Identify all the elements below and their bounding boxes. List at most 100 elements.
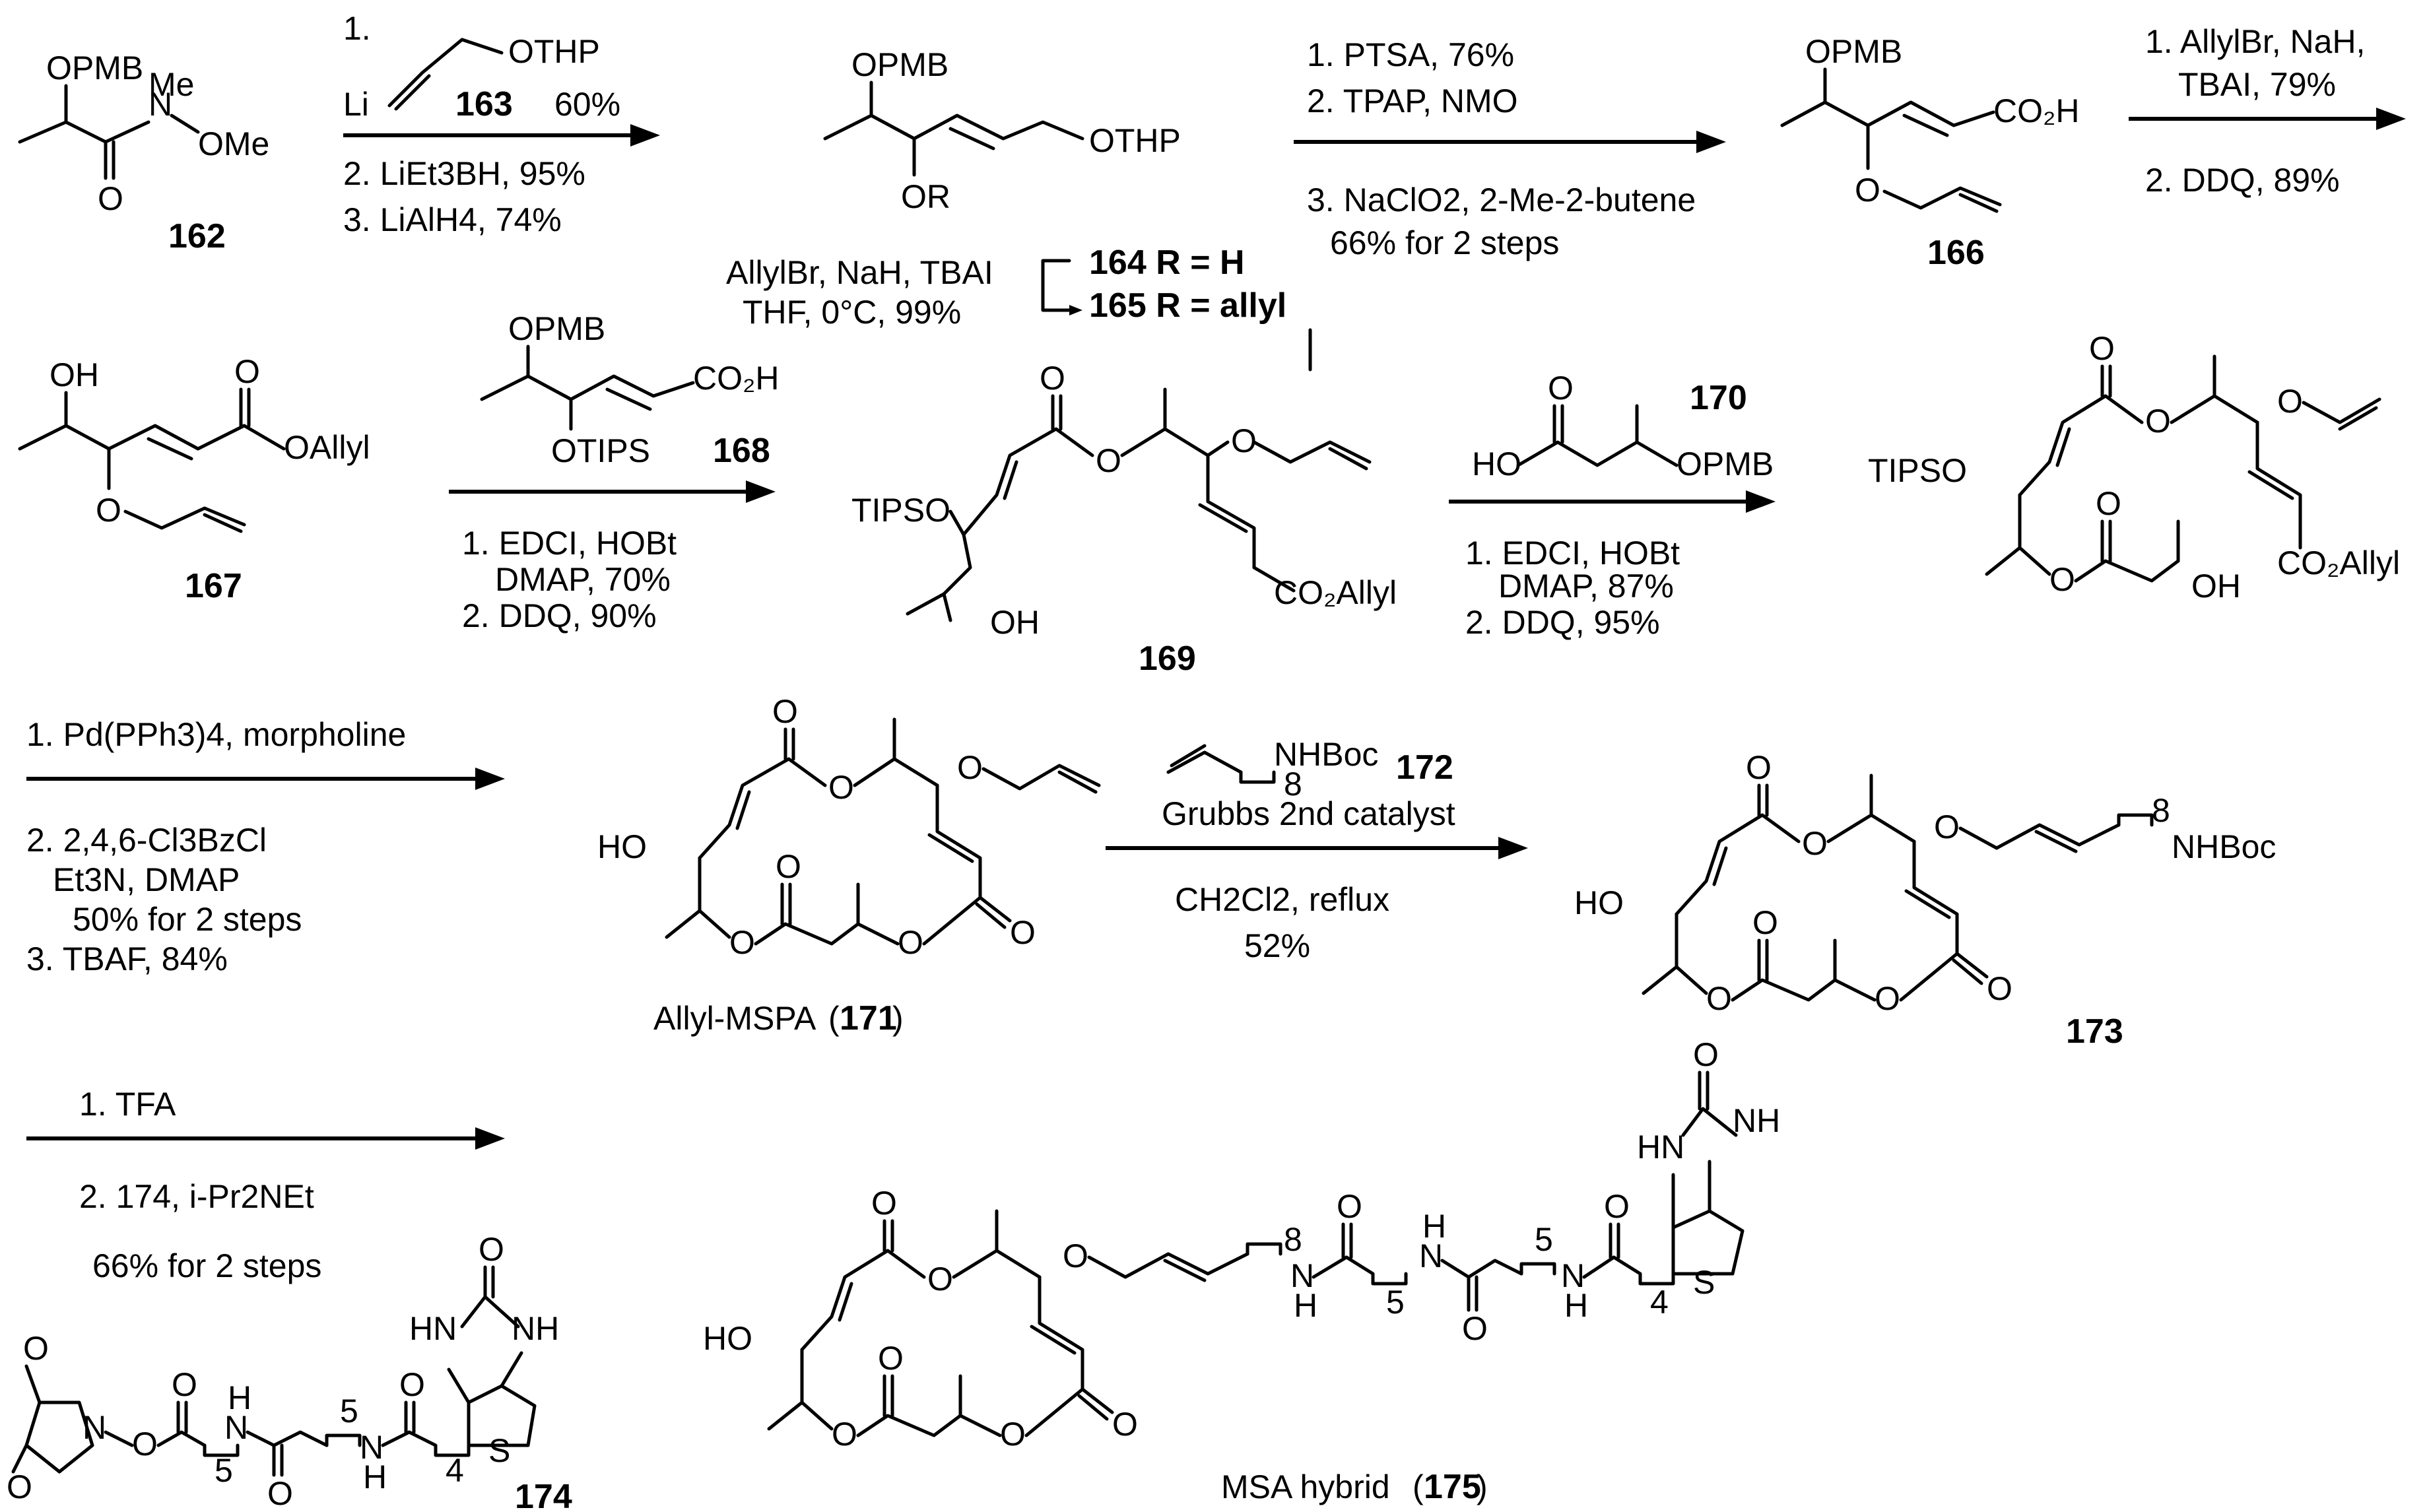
c162-me: Me: [149, 66, 194, 103]
r1-step1: 1.: [343, 10, 371, 47]
c175-sub-8: 8: [1284, 1221, 1302, 1258]
c167-oh: OH: [50, 356, 99, 393]
c171-ho: HO: [597, 828, 647, 865]
compound-169: O O O CO₂Allyl TIPSO OH 169: [851, 328, 1397, 678]
r3-step1a: 1. AllylBr, NaH,: [2145, 23, 2365, 60]
c175-ester-o: O: [927, 1261, 953, 1298]
r8-step2: 2. 174, i-Pr2NEt: [79, 1178, 314, 1215]
c170-id: 170: [1690, 379, 1747, 417]
c171-paren-close: ): [892, 1000, 904, 1037]
c173-ring-o-left: O: [1706, 980, 1732, 1017]
c169-oh: OH: [990, 604, 1040, 641]
c171-id: 171: [840, 999, 897, 1037]
c173-lactone-o-right: O: [1987, 970, 2012, 1007]
r4-step1b: DMAP, 70%: [495, 561, 671, 598]
c175-sub-5a: 5: [1386, 1284, 1405, 1321]
r5-step2: 2. DDQ, 95%: [1465, 604, 1660, 641]
c171-lactone-o-right: O: [1010, 914, 1036, 951]
c174-n: N: [83, 1409, 106, 1446]
c175-sub-4: 4: [1650, 1284, 1669, 1321]
r5-step1: 1. EDCI, HOBt: [1465, 535, 1680, 572]
c175-ho: HO: [703, 1320, 752, 1357]
c169-ether-o: O: [1231, 422, 1257, 459]
c175-id: 175: [1424, 1468, 1481, 1506]
c175-h-2: H: [1422, 1208, 1446, 1245]
c175-n-3: N: [1561, 1257, 1585, 1294]
c174-nh-1: N: [224, 1409, 248, 1446]
c174-ester-o: O: [132, 1426, 158, 1463]
c170-ho: HO: [1472, 445, 1521, 482]
reaction-1: 1. Li OTHP 163 60% 2. LiEt3BH, 95% 3. Li…: [343, 10, 660, 238]
c174-sub-5a: 5: [215, 1452, 233, 1489]
c173-id: 173: [2066, 1012, 2123, 1051]
c171-lactone-o: O: [776, 848, 801, 885]
r2-step1: 1. PTSA, 76%: [1307, 36, 1514, 73]
c169-co2allyl: CO₂Allyl: [1274, 574, 1397, 611]
c171-ring-o-right: O: [898, 924, 923, 961]
r8-yield: 66% for 2 steps: [92, 1247, 321, 1284]
c169-tipso: TIPSO: [851, 492, 950, 529]
c166-opmb: OPMB: [1805, 33, 1902, 70]
c168-id: 168: [713, 432, 770, 470]
c175-ring-o-left: O: [832, 1416, 857, 1453]
r7-solvent: CH2Cl2, reflux: [1175, 881, 1389, 918]
c174-urea-o: O: [479, 1231, 504, 1268]
c173-lactone-o: O: [1752, 904, 1778, 941]
c175-hn: HN: [1637, 1129, 1684, 1166]
compound-166: OPMB CO₂H O 166: [1780, 33, 2080, 272]
c167-ether-o: O: [96, 492, 121, 529]
c169-ester-o: O: [1096, 442, 1121, 479]
c173-subscript: 8: [2152, 792, 2170, 829]
c174-nh-2: N: [360, 1429, 383, 1466]
c169-id: 169: [1139, 640, 1196, 678]
c174-sub-5b: 5: [340, 1393, 358, 1430]
c163-li: Li: [343, 86, 369, 123]
reaction-7: 8 NHBoc 172 Grubbs 2nd catalyst CH2Cl2, …: [1106, 736, 1528, 964]
c171-paren-open: (: [828, 1000, 840, 1037]
int-ring-o: O: [2049, 561, 2075, 598]
reaction-3: 1. AllylBr, NaH, TBAI, 79% 2. DDQ, 89%: [2129, 23, 2406, 199]
c175-n-1: N: [1290, 1257, 1314, 1294]
c164-label: 164 R = H: [1089, 244, 1245, 282]
c173-ester-o: O: [1802, 825, 1828, 862]
c175-ring-o-right: O: [1000, 1416, 1026, 1453]
int-ether-o: O: [2277, 383, 2303, 420]
c171-ether-o: O: [957, 749, 983, 786]
c173-ether-o: O: [1934, 808, 1960, 845]
int-tipso: TIPSO: [1868, 452, 1967, 489]
r7-yield: 52%: [1244, 927, 1310, 964]
r6-step3: 3. TBAF, 84%: [26, 940, 228, 977]
c165-label: 165 R = allyl: [1089, 286, 1286, 325]
compound-173: O O O 8 NHBoc O HO O O O 173: [1574, 749, 2276, 1051]
r5-step1b: DMAP, 87%: [1498, 568, 1674, 605]
c173-nhboc: NHBoc: [2172, 828, 2276, 865]
reaction-2: 1. PTSA, 76% 2. TPAP, NMO 3. NaClO2, 2-M…: [1294, 36, 1726, 261]
r1-step2: 2. LiEt3BH, 95%: [343, 155, 585, 192]
compound-intermediate: O O O CO₂Allyl TIPSO O O OH: [1868, 330, 2400, 605]
compound-164-165: OPMB OTHP OR AllylBr, NaH, TBAI THF, 0°C…: [726, 46, 1286, 331]
r2-step2: 2. TPAP, NMO: [1307, 82, 1518, 119]
c174-carbonyl-o-1: O: [172, 1366, 197, 1403]
c175-lactone-o-right: O: [1112, 1406, 1138, 1443]
c171-carbonyl-o: O: [772, 693, 798, 730]
c170-carbonyl-o: O: [1548, 370, 1574, 407]
c171-ring-o-left: O: [729, 924, 755, 961]
c175-h-1: H: [1294, 1287, 1317, 1324]
c172-id: 172: [1396, 748, 1453, 787]
compound-162: OPMB O N Me OMe 162: [18, 49, 269, 255]
compound-171: O O O O HO O O O Allyl-MSPA ( 171 ): [597, 693, 1101, 1037]
c173-ring-o-right: O: [1875, 980, 1900, 1017]
c174-s: S: [488, 1432, 510, 1469]
c175-carbonyl-o-4: O: [1604, 1188, 1630, 1225]
reaction-8: 1. TFA 2. 174, i-Pr2NEt 66% for 2 steps: [26, 1086, 505, 1284]
r6-step2b: Et3N, DMAP: [53, 861, 240, 898]
reaction-4: OPMB CO₂H OTIPS 168 1. EDCI, HOBt DMAP, …: [449, 310, 780, 634]
c164-opmb: OPMB: [851, 46, 948, 83]
c175-urea-o: O: [1693, 1036, 1719, 1073]
c162-id: 162: [168, 217, 226, 255]
c173-ho: HO: [1574, 884, 1624, 921]
c175-paren-open: (: [1413, 1468, 1424, 1505]
r3-step2: 2. DDQ, 89%: [2145, 162, 2340, 199]
c175-sub-5b: 5: [1535, 1221, 1553, 1258]
c175-ether-o: O: [1063, 1237, 1088, 1274]
